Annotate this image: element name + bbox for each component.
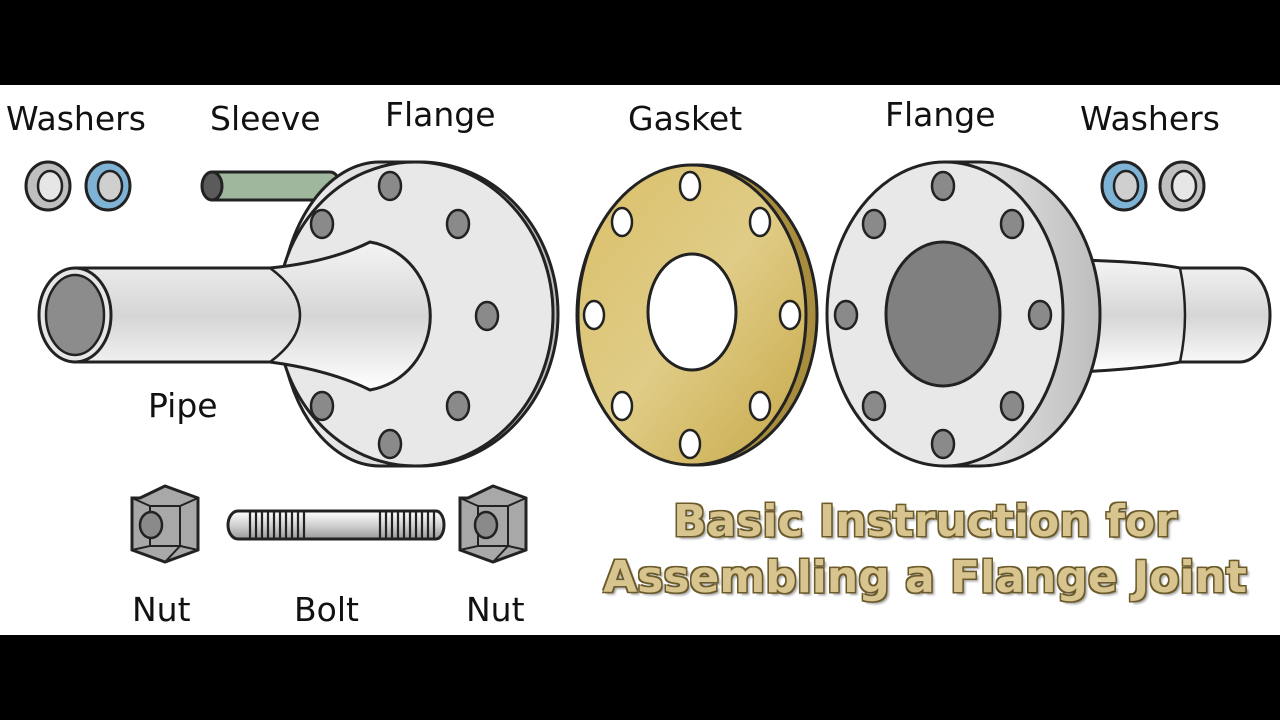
- label-nut-right: Nut: [466, 590, 525, 629]
- label-flange-left: Flange: [385, 95, 496, 134]
- label-gasket: Gasket: [628, 99, 743, 138]
- label-nut-left: Nut: [132, 590, 191, 629]
- washer-right-outer: [1158, 160, 1206, 212]
- washer-left-inner: [84, 160, 132, 212]
- label-washers-left: Washers: [6, 99, 146, 138]
- washer-left-outer: [24, 160, 72, 212]
- title-line-2: Assembling a Flange Joint: [603, 552, 1247, 603]
- label-pipe: Pipe: [148, 386, 218, 425]
- gasket-bolt-holes: [582, 170, 802, 460]
- nut-right: [458, 484, 528, 564]
- right-flange: [825, 160, 1102, 468]
- label-sleeve: Sleeve: [210, 99, 321, 138]
- title-line-1: Basic Instruction for: [673, 496, 1177, 547]
- nut-left: [130, 484, 200, 564]
- label-washers-right: Washers: [1080, 99, 1220, 138]
- washer-right-inner: [1100, 160, 1148, 212]
- right-flange-bolt-holes: [833, 170, 1053, 460]
- right-pipe: [1078, 258, 1272, 374]
- left-flange-bolt-holes: [309, 170, 500, 460]
- bolt: [226, 509, 446, 541]
- label-flange-right: Flange: [885, 95, 996, 134]
- label-bolt: Bolt: [294, 590, 359, 629]
- left-pipe: [37, 240, 432, 392]
- gasket: [575, 163, 819, 467]
